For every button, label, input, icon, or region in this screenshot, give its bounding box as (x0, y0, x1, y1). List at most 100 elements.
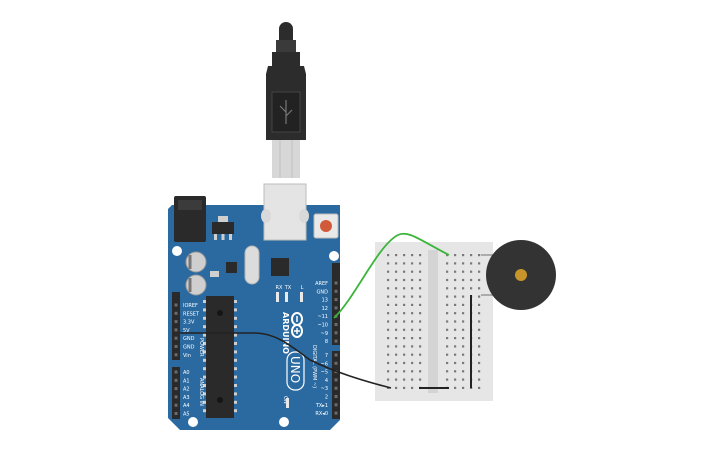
breadboard-hole[interactable] (395, 345, 398, 348)
breadboard-hole[interactable] (478, 361, 481, 365)
breadboard-hole[interactable] (478, 270, 481, 273)
header-pin-hole[interactable] (334, 306, 338, 310)
breadboard-hole[interactable] (411, 287, 414, 290)
breadboard-hole[interactable] (446, 328, 449, 331)
breadboard-hole[interactable] (419, 262, 422, 265)
header-pin-hole[interactable] (334, 411, 338, 415)
breadboard-hole[interactable] (419, 328, 422, 331)
wire-ground[interactable] (180, 332, 392, 389)
breadboard-hole[interactable] (411, 370, 414, 373)
breadboard-hole[interactable] (395, 287, 398, 290)
breadboard-hole[interactable] (403, 378, 406, 381)
breadboard-hole[interactable] (478, 337, 481, 340)
breadboard-hole[interactable] (446, 303, 449, 306)
breadboard-hole[interactable] (446, 370, 449, 373)
header-pin-hole[interactable] (174, 303, 178, 307)
breadboard-hole[interactable] (454, 287, 457, 290)
breadboard-hole[interactable] (395, 386, 398, 389)
breadboard-hole[interactable] (446, 320, 449, 323)
breadboard-hole[interactable] (446, 312, 449, 315)
header-pin-hole[interactable] (334, 281, 338, 285)
breadboard-hole[interactable] (446, 278, 449, 282)
breadboard-hole[interactable] (478, 345, 481, 348)
breadboard-hole[interactable] (478, 370, 481, 373)
breadboard-holes[interactable] (387, 254, 481, 389)
breadboard-hole[interactable] (470, 254, 473, 257)
header-pin-hole[interactable] (334, 403, 338, 407)
breadboard-hole[interactable] (411, 345, 414, 348)
breadboard-hole[interactable] (387, 295, 390, 298)
breadboard-hole[interactable] (411, 328, 414, 331)
breadboard-hole[interactable] (470, 287, 473, 290)
breadboard-hole[interactable] (462, 386, 465, 389)
header-pin-hole[interactable] (334, 323, 338, 326)
breadboard-hole[interactable] (454, 370, 457, 373)
header-pin-hole[interactable] (174, 387, 178, 391)
header-pin-hole[interactable] (334, 386, 338, 390)
breadboard-hole[interactable] (462, 361, 465, 365)
breadboard-hole[interactable] (403, 328, 406, 331)
header-pin-hole[interactable] (334, 395, 338, 398)
breadboard-hole[interactable] (403, 370, 406, 373)
breadboard-hole[interactable] (411, 295, 414, 298)
header-pin-hole[interactable] (174, 336, 178, 340)
breadboard-hole[interactable] (446, 345, 449, 348)
breadboard-hole[interactable] (462, 370, 465, 373)
breadboard-hole[interactable] (419, 337, 422, 340)
breadboard-hole[interactable] (387, 353, 390, 356)
header-pin-hole[interactable] (334, 289, 338, 293)
breadboard-hole[interactable] (403, 295, 406, 298)
breadboard-hole[interactable] (462, 262, 465, 265)
breadboard-hole[interactable] (470, 278, 473, 282)
breadboard-hole[interactable] (478, 287, 481, 290)
breadboard-hole[interactable] (387, 303, 390, 306)
breadboard-hole[interactable] (446, 337, 449, 340)
wire-signal-pin11[interactable] (333, 232, 450, 319)
breadboard-hole[interactable] (403, 270, 406, 273)
breadboard-hole[interactable] (478, 386, 481, 389)
breadboard-hole[interactable] (387, 278, 390, 282)
breadboard-hole[interactable] (454, 295, 457, 298)
breadboard-hole[interactable] (446, 262, 449, 265)
breadboard-hole[interactable] (403, 320, 406, 323)
breadboard-hole[interactable] (454, 278, 457, 282)
breadboard-hole[interactable] (387, 254, 390, 257)
breadboard-hole[interactable] (419, 378, 422, 381)
breadboard-hole[interactable] (446, 270, 449, 273)
breadboard-hole[interactable] (395, 262, 398, 265)
header-pin-hole[interactable] (174, 328, 178, 332)
breadboard-hole[interactable] (403, 254, 406, 257)
breadboard-hole[interactable] (387, 378, 390, 381)
header-pin-hole[interactable] (334, 378, 338, 382)
breadboard-hole[interactable] (387, 370, 390, 373)
breadboard-hole[interactable] (387, 287, 390, 290)
breadboard-hole[interactable] (419, 295, 422, 298)
breadboard-hole[interactable] (419, 353, 422, 356)
breadboard-hole[interactable] (403, 337, 406, 340)
breadboard-hole[interactable] (403, 278, 406, 282)
header-pin-hole[interactable] (334, 361, 338, 365)
breadboard-hole[interactable] (454, 270, 457, 273)
breadboard-hole[interactable] (478, 254, 481, 257)
breadboard-hole[interactable] (411, 337, 414, 340)
breadboard-hole[interactable] (403, 287, 406, 290)
breadboard-hole[interactable] (403, 345, 406, 348)
header-pin-hole[interactable] (174, 403, 178, 407)
breadboard-hole[interactable] (419, 278, 422, 282)
breadboard-hole[interactable] (419, 370, 422, 373)
breadboard-hole[interactable] (387, 262, 390, 265)
header-pin-hole[interactable] (174, 370, 178, 374)
breadboard-hole[interactable] (478, 328, 481, 331)
breadboard-hole[interactable] (454, 312, 457, 315)
breadboard-hole[interactable] (478, 353, 481, 356)
breadboard-hole[interactable] (387, 337, 390, 340)
breadboard-hole[interactable] (478, 312, 481, 315)
breadboard-hole[interactable] (462, 353, 465, 356)
breadboard-hole[interactable] (419, 287, 422, 290)
breadboard-hole[interactable] (395, 353, 398, 356)
breadboard-hole[interactable] (419, 345, 422, 348)
breadboard-hole[interactable] (419, 270, 422, 273)
breadboard-hole[interactable] (403, 353, 406, 356)
breadboard-hole[interactable] (478, 303, 481, 306)
header-pin-hole[interactable] (174, 311, 178, 315)
